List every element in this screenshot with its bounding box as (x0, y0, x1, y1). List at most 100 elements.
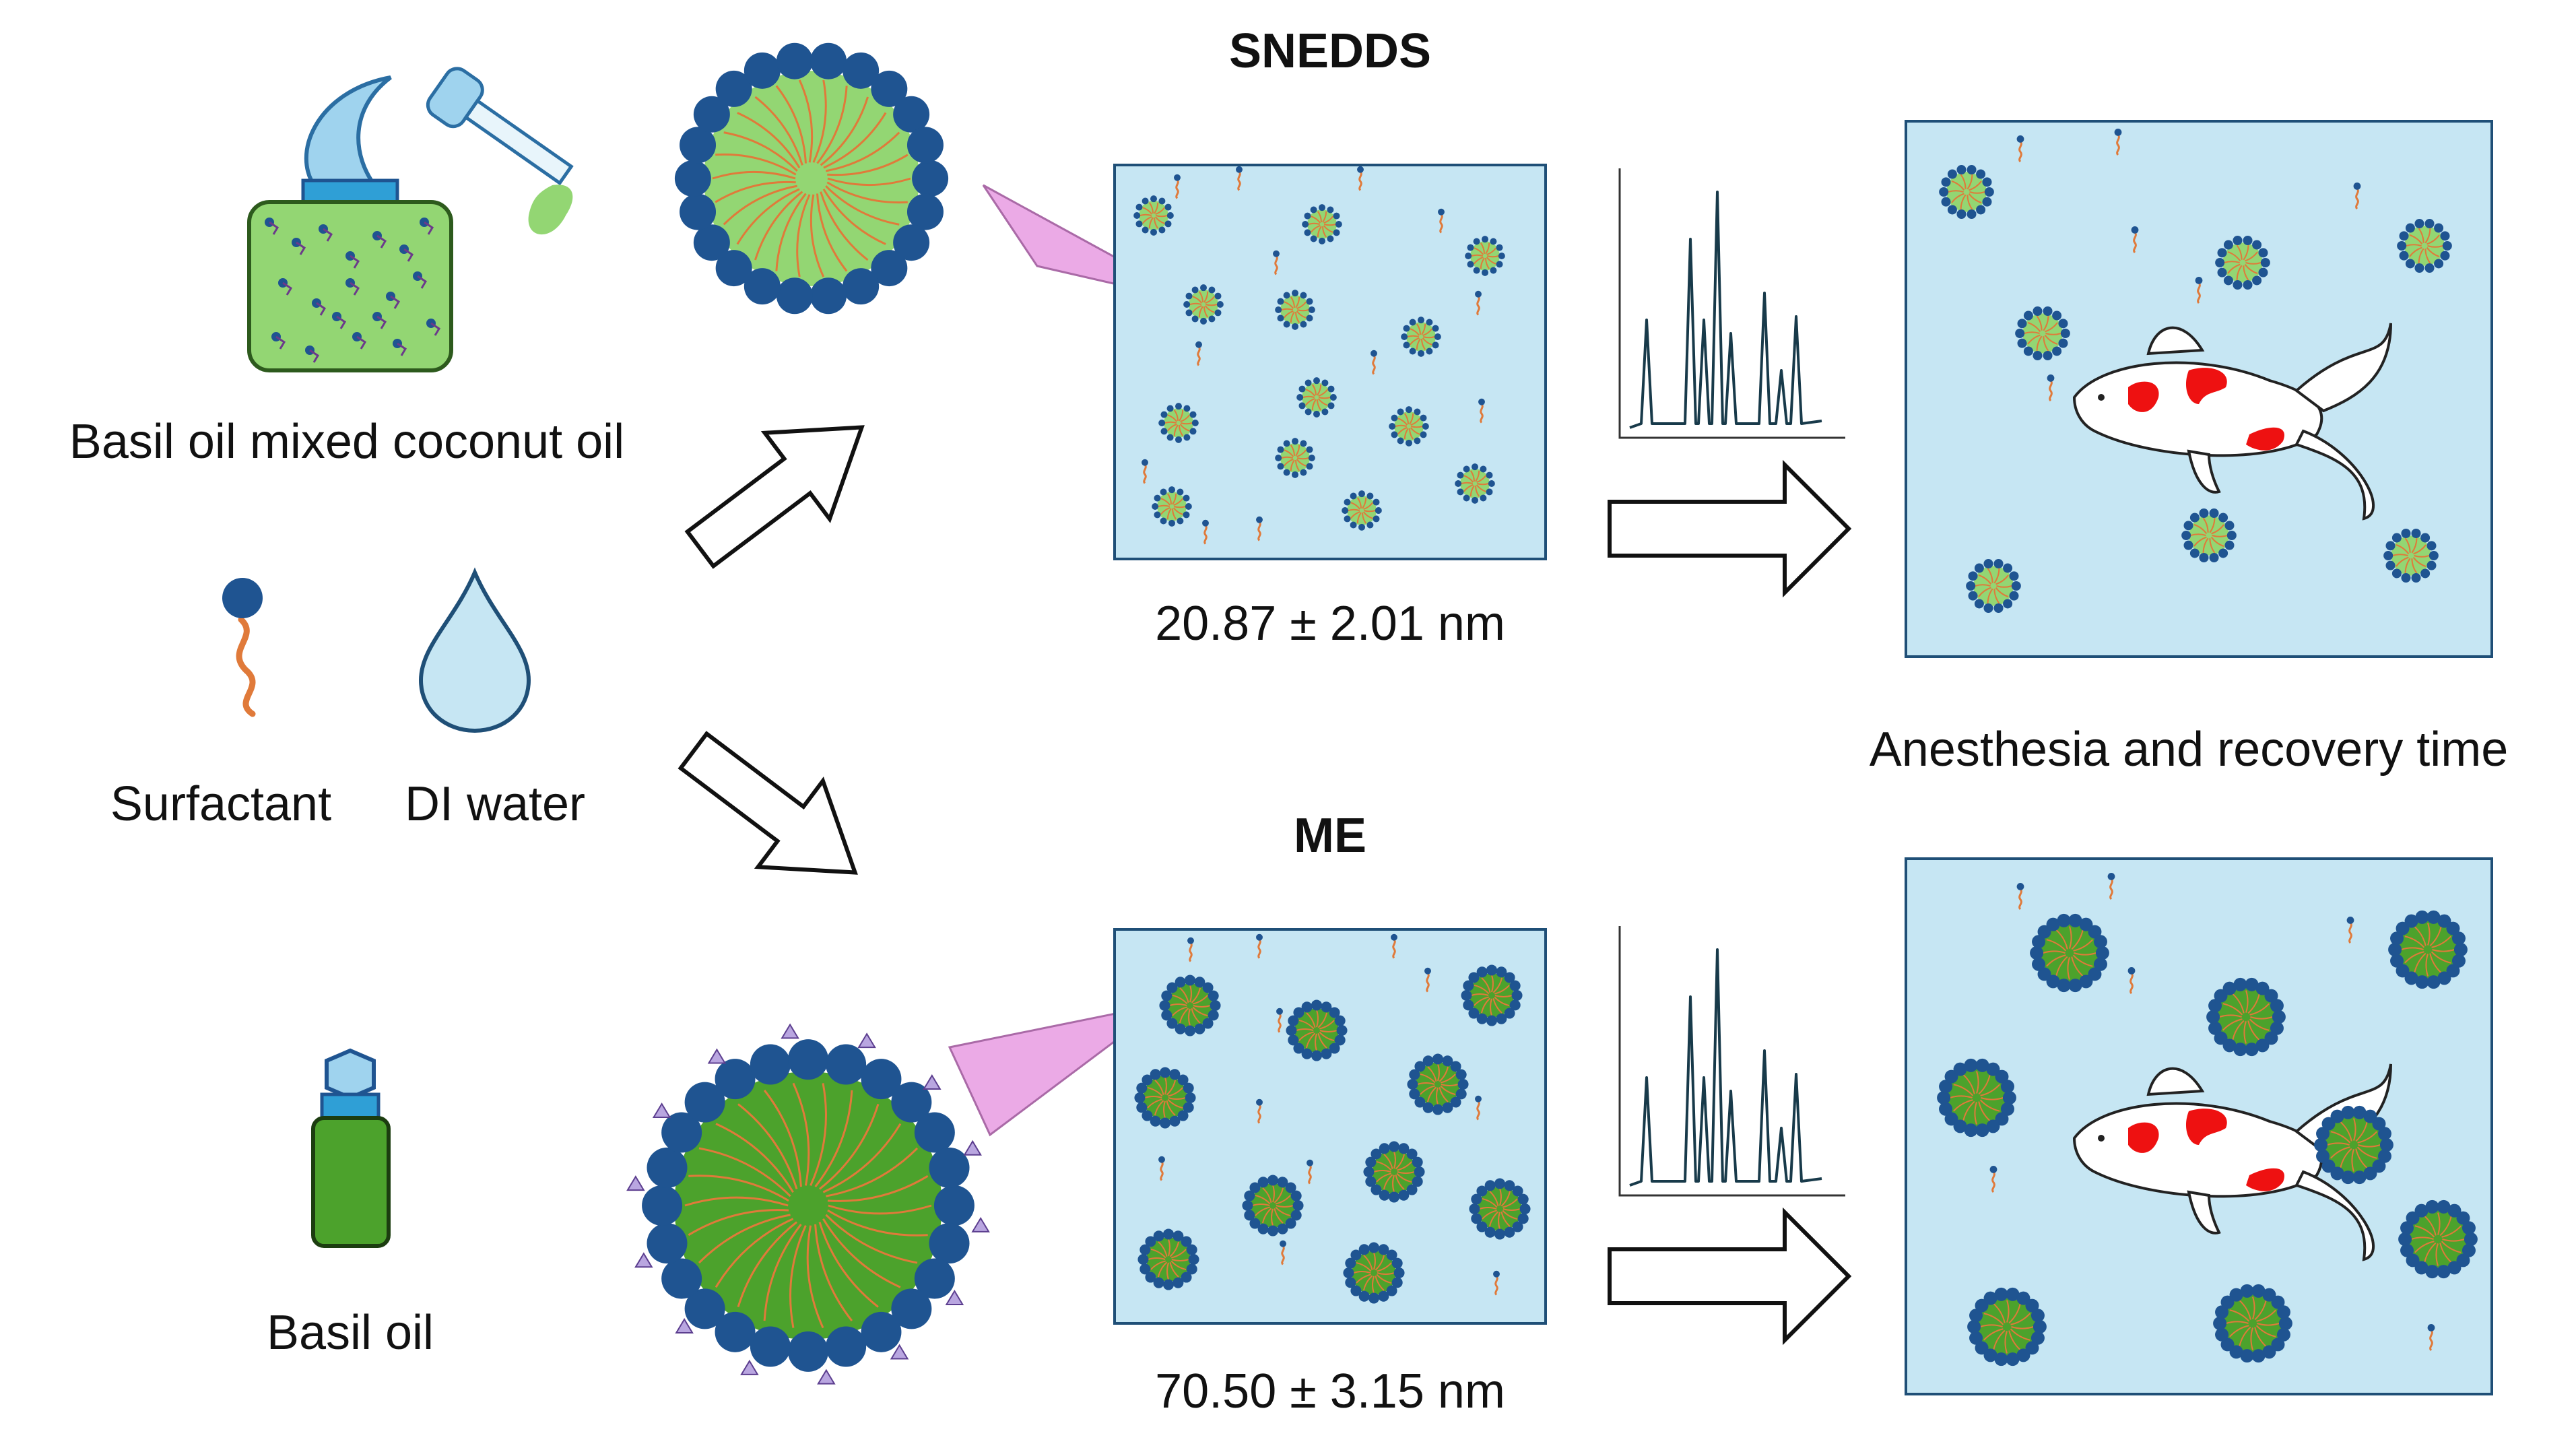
surfactant-molecule-icon (1236, 166, 1243, 191)
snedds-droplet (1296, 377, 1337, 418)
cosurfactant-marker (963, 1140, 982, 1156)
arrow-right-top (1608, 459, 1852, 598)
me-droplet (1137, 1228, 1199, 1290)
snedds-droplet (1401, 317, 1441, 357)
label-basil-coconut: Basil oil mixed coconut oil (69, 415, 624, 469)
snedds-droplet (1133, 195, 1174, 236)
cosurfactant-marker (971, 1216, 990, 1232)
cosurfactant-marker (652, 1102, 671, 1119)
snedds-droplet (1939, 165, 1994, 219)
surfactant-molecule-icon (2114, 129, 2122, 156)
surfactant-molecule-icon (1187, 937, 1194, 962)
snedds-droplet (2181, 508, 2237, 562)
label-basil-oil: Basil oil (267, 1306, 434, 1360)
surfactant-molecule-icon (2353, 183, 2361, 210)
surfactant-molecule-icon (1307, 1159, 1313, 1185)
me-droplet (1242, 1175, 1304, 1237)
surfactant-molecule-icon (1276, 1008, 1283, 1033)
me-droplet (1461, 964, 1523, 1026)
arrow-to-me (678, 731, 858, 875)
title-me: ME (1294, 809, 1366, 863)
snedds-droplets (1133, 166, 1505, 545)
me-droplet (1159, 975, 1221, 1036)
surfactant-molecule-icon (2016, 883, 2024, 911)
me-droplet (1134, 1067, 1196, 1129)
surfactant-molecule-icon (2016, 135, 2024, 163)
arrow-right-bottom (1608, 1207, 1852, 1346)
snedds-droplet (1275, 290, 1315, 330)
me-droplets (1134, 933, 1531, 1304)
snedds-droplet (1389, 406, 1429, 447)
surfactant-molecule-icon (1370, 350, 1377, 375)
snedds-droplet (1152, 486, 1192, 527)
water-drop-icon (418, 567, 531, 733)
arrow-to-snedds (684, 425, 865, 569)
snedds-droplet (1455, 463, 1495, 504)
me-size: 70.50 ± 3.15 nm (1155, 1364, 1505, 1418)
snedds-size: 20.87 ± 2.01 nm (1155, 597, 1505, 651)
chromatogram-icon (1618, 168, 1845, 439)
surfactant-molecule-icon (1475, 1095, 1482, 1121)
surfactant-molecule-icon (1424, 967, 1431, 993)
me-droplet (2213, 1284, 2292, 1363)
label-surfactant: Surfactant (110, 777, 331, 831)
snedds-droplet (1158, 403, 1199, 443)
surfactant-molecule-icon (1174, 174, 1181, 199)
cosurfactant-marker (817, 1369, 836, 1385)
title-snedds: SNEDDS (1229, 24, 1431, 78)
snedds-droplet (1966, 559, 2021, 613)
me-droplet (1343, 1242, 1405, 1304)
snedds-droplet (1183, 284, 1224, 325)
snedds-droplet (2383, 529, 2439, 583)
surfactant-molecule-icon (1273, 250, 1280, 275)
cosurfactant-marker (740, 1359, 759, 1375)
surfactant-molecule-icon (1202, 519, 1209, 545)
snedds-droplet-large (674, 42, 949, 315)
surfactant-molecule-icon (1195, 341, 1202, 366)
label-di-water: DI water (405, 777, 585, 831)
snedds-droplet (2015, 306, 2070, 360)
me-droplet (2030, 913, 2109, 993)
snedds-droplet (1342, 490, 1382, 531)
me-droplet (2206, 977, 2286, 1057)
surfactant-molecule-icon (2131, 226, 2139, 254)
snedds-droplet-core (674, 42, 949, 315)
cosurfactant-marker (675, 1318, 694, 1334)
snedds-droplet (2215, 236, 2270, 290)
snedds-droplet (1465, 236, 1505, 276)
cosurfactant-marker (707, 1048, 727, 1064)
surfactant-molecule-icon (1478, 398, 1485, 424)
surfactant-molecule-icon (2195, 277, 2203, 304)
surfactant-molecule-icon (2107, 873, 2115, 900)
surfactant-molecule-icon (1438, 208, 1445, 234)
snedds-droplet (1275, 438, 1315, 478)
basil-oil-bottle-icon (311, 1048, 391, 1248)
cosurfactant-marker (781, 1023, 799, 1039)
cosurfactant-marker (857, 1032, 876, 1049)
surfactant-molecule-icon (1158, 1156, 1165, 1181)
snedds-droplet (2397, 219, 2452, 273)
zoom-cone-me (948, 1002, 1166, 1137)
surfactant-molecule-icon (1256, 1098, 1263, 1124)
surfactant-molecule-icon (222, 578, 263, 717)
cosurfactant-marker (923, 1074, 942, 1090)
surfactant-molecule-icon (1357, 166, 1364, 191)
me-droplet (1363, 1141, 1425, 1203)
me-droplet-core (642, 1039, 975, 1372)
me-droplet (1286, 999, 1348, 1061)
surfactant-molecule-icon (1142, 459, 1148, 484)
surfactant-molecule-icon (1280, 1240, 1286, 1265)
koi-fish-icon (2072, 323, 2392, 521)
surfactant-molecule-icon (2127, 967, 2136, 995)
outcome-label: Anesthesia and recovery time (1870, 723, 2508, 777)
oil-bottle-with-dropper-icon (247, 67, 574, 372)
tank-me-contents (1937, 873, 2478, 1366)
surfactant-molecule-icon (1989, 1166, 1997, 1193)
me-droplet-large (626, 1023, 990, 1385)
cosurfactant-marker (890, 1344, 909, 1360)
me-droplet (1967, 1287, 2047, 1366)
me-droplet (1469, 1178, 1531, 1240)
surfactant-molecule-icon (1475, 290, 1482, 316)
surfactant-molecule-icon (1256, 933, 1263, 959)
